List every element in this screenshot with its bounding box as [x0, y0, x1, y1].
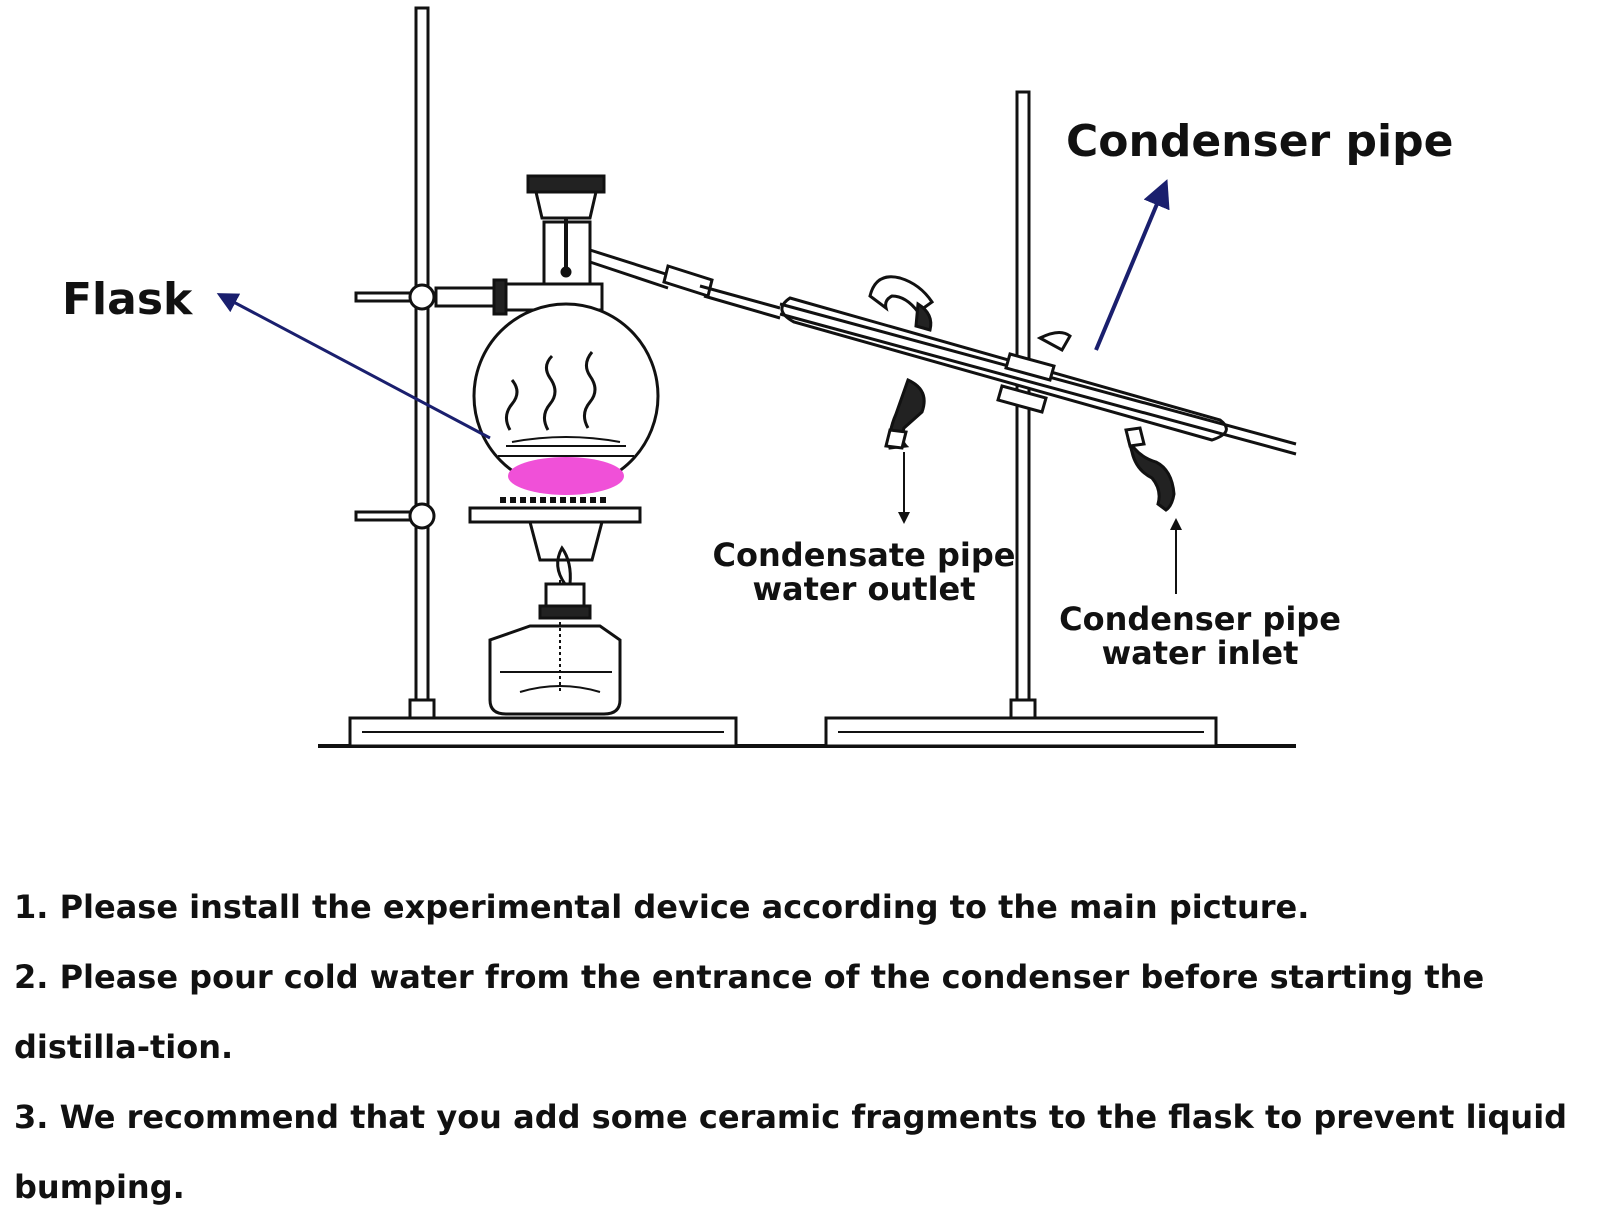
inlet-hose: [1124, 426, 1176, 512]
condenser-outlet-hose: [868, 275, 935, 332]
vapour-waves: [505, 351, 597, 431]
condenser-pointer-arrow: [1094, 179, 1170, 351]
ring-stand-gauze: [354, 497, 642, 562]
side-arm: [589, 248, 781, 320]
condensate-outlet-hose: [884, 377, 926, 450]
instruction-item: 1. Please install the experimental devic…: [14, 888, 1310, 926]
label-condenser-inlet-line2: water inlet: [1102, 634, 1299, 672]
right-retort-stand: [824, 90, 1218, 748]
flask-pointer-arrow: [216, 293, 491, 440]
distillation-apparatus-diagram: Flask Condenser pipe Condensate pipe wat…: [62, 6, 1453, 748]
instruction-item: 3. We recommend that you add some cerami…: [14, 1098, 1568, 1206]
label-condensate-outlet-line1: Condensate pipe: [713, 536, 1016, 574]
label-flask: Flask: [62, 274, 194, 325]
instructions-list: 1. Please install the experimental devic…: [14, 872, 1584, 1222]
left-retort-stand: [348, 6, 738, 748]
label-condenser-inlet-line1: Condenser pipe: [1059, 600, 1341, 638]
flask-liquid: [508, 457, 624, 495]
label-condenser-pipe: Condenser pipe: [1066, 116, 1453, 167]
condenser-jacket: [779, 296, 1297, 456]
alcohol-lamp: [488, 545, 622, 716]
stopper-thermometer: [526, 174, 606, 278]
instruction-item: 2. Please pour cold water from the entra…: [14, 958, 1485, 1066]
label-condensate-outlet-line2: water outlet: [752, 570, 975, 608]
